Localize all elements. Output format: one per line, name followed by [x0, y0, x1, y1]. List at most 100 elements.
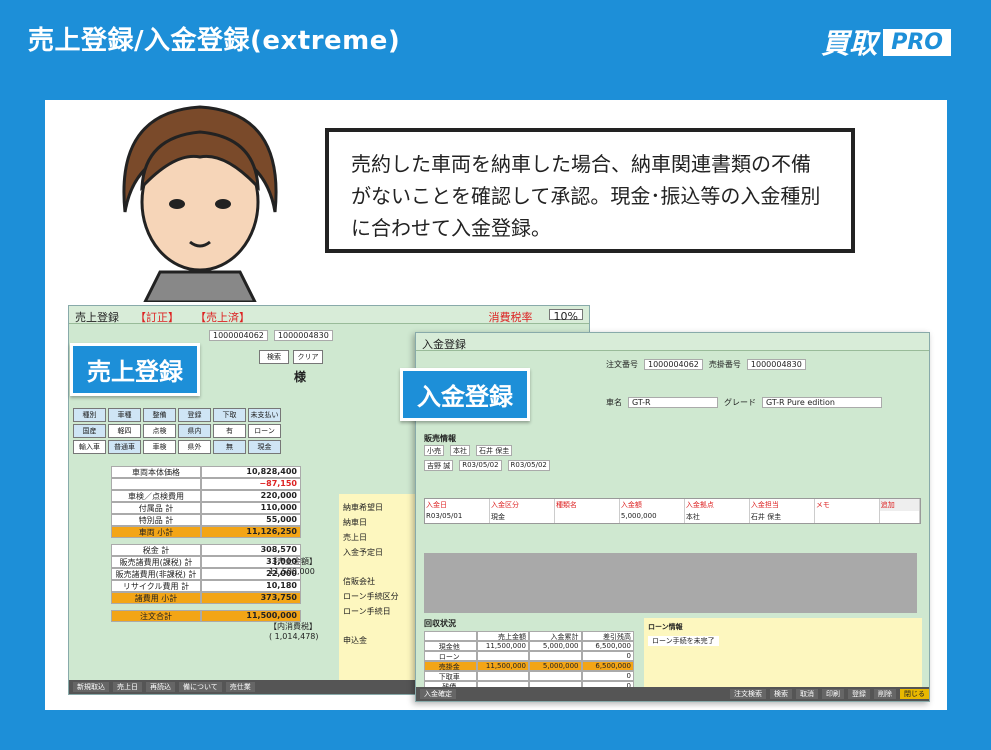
cancel-button[interactable]: 取消	[796, 689, 818, 699]
collection-cell	[529, 671, 582, 681]
collection-cell	[529, 651, 582, 661]
sale-field[interactable]: 1000004830	[746, 359, 806, 370]
sold-tag: 【売上済】	[195, 311, 250, 324]
sales-window-title: 売上登録	[75, 311, 119, 324]
option-kei[interactable]: 軽四	[108, 424, 141, 438]
sale-label: 売掛番号	[708, 360, 741, 369]
sale-date-field[interactable]: R03/05/02	[507, 460, 550, 471]
summary-value: 10,828,400	[201, 466, 301, 478]
deposit-list-area[interactable]	[424, 553, 917, 613]
reload-button[interactable]: 再読込	[146, 682, 175, 692]
add-button[interactable]: 追加	[879, 499, 920, 511]
option-shaken[interactable]: 車検	[143, 440, 176, 454]
grade-label: グレード	[724, 398, 756, 407]
branch-field[interactable]: 本社	[450, 445, 470, 456]
field-label: ローン手続日	[343, 607, 391, 616]
summary-value: 55,000	[201, 514, 301, 526]
grid-cell: 整備	[143, 408, 176, 422]
summary-value: 308,570	[201, 544, 301, 556]
option-in-pref[interactable]: 県内	[178, 424, 211, 438]
option-cash[interactable]: 現金	[248, 440, 281, 454]
col-header: 入金担当	[750, 499, 815, 511]
grid-cell: 下取	[213, 408, 246, 422]
search-button[interactable]: 検索	[259, 350, 289, 364]
sales-amount-label: 【売上金額】	[269, 557, 317, 566]
order-number-field[interactable]: 1000004062	[209, 330, 268, 341]
tax-incl-block: 【内消費税】 ( 1,014,478)	[269, 621, 319, 641]
clear-button[interactable]: クリア	[293, 350, 323, 364]
option-inspection[interactable]: 点検	[143, 424, 176, 438]
option-tradein-yes[interactable]: 有	[213, 424, 246, 438]
summary-value: 10,180	[201, 580, 301, 592]
summary-row: −87,150	[111, 478, 301, 490]
col-header: 種類名	[555, 499, 620, 511]
buyer-field[interactable]: 吉野 誠	[424, 460, 454, 471]
field-label: 入金予定日	[343, 548, 383, 557]
collection-header: 売上金額入金累計差引残高	[424, 631, 634, 641]
loan-status-field[interactable]: ローン手続を未完了	[648, 636, 719, 646]
collection-cell: 5,000,000	[529, 661, 582, 671]
sale-date-button[interactable]: 売上日	[113, 682, 142, 692]
delete-button[interactable]: 削除	[874, 689, 896, 699]
option-out-pref[interactable]: 県外	[178, 440, 211, 454]
delivery-date-field[interactable]: R03/05/02	[459, 460, 502, 471]
close-button[interactable]: 閉じる	[900, 689, 929, 699]
option-loan[interactable]: ローン	[248, 424, 281, 438]
field-label: 納車希望日	[343, 503, 383, 512]
summary-label: 車検／点検費用	[111, 490, 201, 502]
brand-kaitori: 買取	[821, 27, 878, 60]
loan-panel: ローン情報 ローン手続を未完了	[644, 618, 922, 688]
sales-type-field[interactable]: 小売	[424, 445, 444, 456]
note-button[interactable]: 備について	[179, 682, 222, 692]
collection-cell	[476, 671, 529, 681]
collection-cell: 下取車	[424, 671, 477, 681]
staff-field[interactable]: 石井 保圭	[476, 445, 513, 456]
collection-title: 回収状況	[424, 619, 456, 628]
order-search-button[interactable]: 注文検索	[730, 689, 766, 699]
search-button[interactable]: 検索	[770, 689, 792, 699]
sales-amount-block: 【売上金額】 11,500,000	[269, 556, 317, 576]
tax-label: 消費税率	[488, 311, 533, 324]
collection-col-header: 差引残高	[581, 631, 634, 641]
summary-label: リサイクル費用 計	[111, 580, 201, 592]
col-header: 入金拠点	[685, 499, 750, 511]
cell: 本社	[685, 511, 750, 523]
option-import[interactable]: 輸入車	[73, 440, 106, 454]
correction-tag: 【訂正】	[135, 311, 179, 324]
summary-label: 税金 計	[111, 544, 201, 556]
sale-number-field[interactable]: 1000004830	[273, 330, 333, 341]
option-domestic[interactable]: 国産	[73, 424, 106, 438]
summary-label	[111, 478, 201, 490]
print-button[interactable]: 印刷	[822, 689, 844, 699]
new-import-button[interactable]: 新規取込	[73, 682, 109, 692]
car-name-field[interactable]: GT-R	[628, 397, 718, 408]
option-normal[interactable]: 普通車	[108, 440, 141, 454]
cell	[815, 511, 880, 523]
field-label: 申込金	[343, 636, 367, 645]
table-row[interactable]: R03/05/01 現金 5,000,000 本社 石井 保圭	[425, 511, 920, 523]
grade-field[interactable]: GT-R Pure edition	[762, 397, 882, 408]
spec-button[interactable]: 売仕業	[225, 682, 255, 692]
register-button[interactable]: 登録	[848, 689, 870, 699]
tax-select[interactable]: 10%	[548, 309, 583, 323]
order-field[interactable]: 1000004062	[644, 359, 703, 370]
col-header: 入金額	[620, 499, 685, 511]
confirm-deposit-button[interactable]: 入金確定	[420, 689, 456, 699]
col-header: メモ	[815, 499, 880, 511]
option-tradein-no[interactable]: 無	[213, 440, 246, 454]
collection-cell: 5,000,000	[529, 641, 582, 651]
sales-window-titlebar: 売上登録 【訂正】 【売上済】 消費税率 10%	[69, 306, 589, 324]
content-panel: 売約した車両を納車した場合、納車関連書類の不備がないことを確認して承認。現金･振…	[45, 100, 947, 710]
field-label: ローン手続区分	[343, 592, 399, 601]
summary-value: 110,000	[201, 502, 301, 514]
col-header: 入金日	[425, 499, 490, 511]
summary-value: 11,500,000	[201, 610, 301, 622]
page-title: 売上登録/入金登録(extreme)	[28, 26, 401, 56]
